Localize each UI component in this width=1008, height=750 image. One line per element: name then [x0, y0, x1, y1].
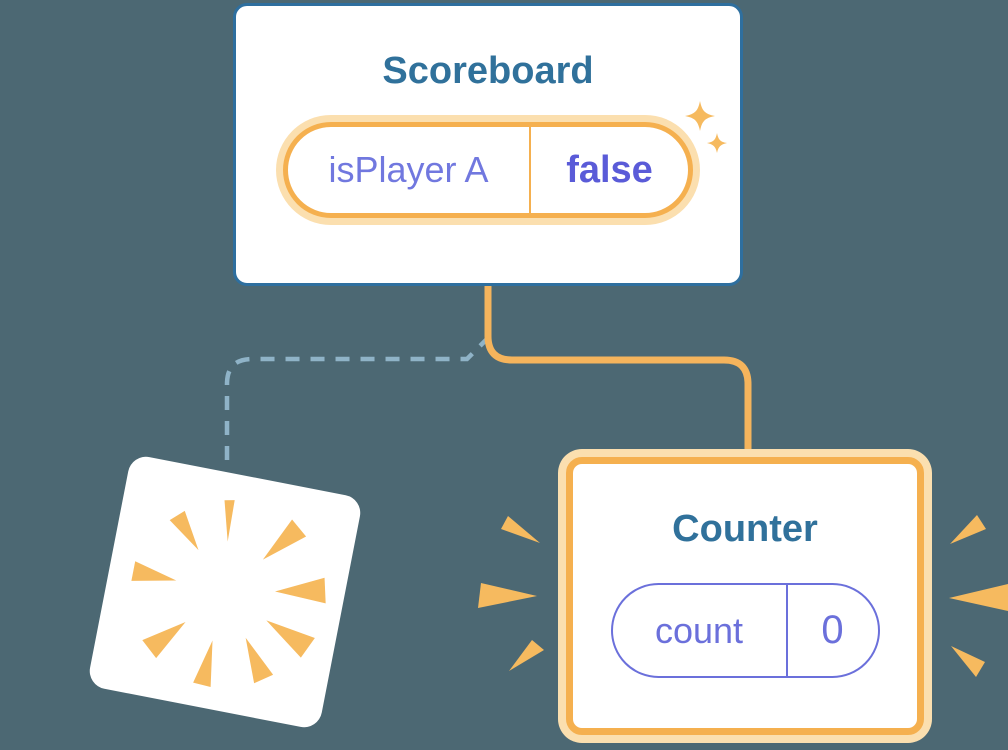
scoreboard-component-card: Scoreboard isPlayer A false: [233, 3, 743, 286]
burst-ray: [478, 583, 537, 608]
poof-ray: [169, 510, 199, 551]
burst-ray: [501, 516, 540, 543]
poof-ray: [266, 620, 315, 658]
poof-icon: [131, 500, 326, 687]
state-name: isPlayer A: [288, 127, 531, 213]
sparkle-star-large: [685, 101, 715, 131]
counter-state-pill: count 0: [610, 583, 880, 678]
scoreboard-title: Scoreboard: [382, 50, 594, 92]
poof-ray: [275, 577, 326, 604]
removed-component-card: [86, 453, 364, 731]
sparkle-star-small: [707, 133, 727, 153]
burst-ray: [950, 515, 986, 544]
state-name: count: [613, 585, 788, 676]
poof-ray: [193, 640, 213, 687]
poof-ray: [262, 519, 307, 560]
counter-title: Counter: [672, 508, 818, 550]
state-value: 0: [821, 608, 844, 652]
poof-ray: [131, 561, 177, 581]
poof-ray: [224, 500, 235, 542]
burst-ray: [949, 584, 1008, 611]
burst-ray: [951, 646, 985, 677]
counter-component-card: Counter count 0: [566, 457, 924, 735]
state-value: false: [566, 148, 653, 191]
poof-ray: [142, 622, 186, 659]
removed-child-connector: [224, 334, 492, 462]
parent-child-connector: [484, 284, 752, 455]
burst-ray: [509, 640, 544, 671]
scoreboard-state-pill: isPlayer A false: [283, 122, 693, 218]
burst-rays-icon: [478, 515, 1008, 677]
sparkles-icon: [685, 101, 727, 153]
poof-ray: [245, 637, 274, 684]
